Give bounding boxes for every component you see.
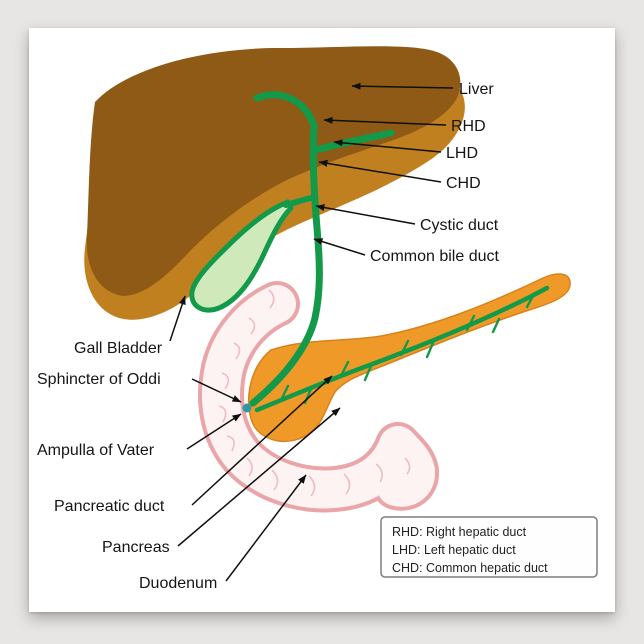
arrow-ampulla-of-vater <box>186 413 242 450</box>
pancreatic-duct <box>254 285 550 413</box>
label-gall-bladder: Gall Bladder <box>74 340 163 357</box>
label-pancreas: Pancreas <box>102 539 170 556</box>
diagram-canvas: Liver RHD LHD CHD Cystic duct Common bil… <box>37 46 598 592</box>
label-cystic-duct: Cystic duct <box>420 217 499 234</box>
legend-line-rhd: RHD: Right hepatic duct <box>392 525 527 539</box>
label-lhd: LHD <box>446 145 478 162</box>
arrows <box>169 82 454 582</box>
label-duodenum: Duodenum <box>139 575 217 592</box>
duodenum-folds <box>218 289 411 497</box>
arrow-cystic-duct <box>315 204 416 225</box>
arrow-gall-bladder <box>169 295 186 342</box>
label-pancreatic-duct: Pancreatic duct <box>54 498 165 515</box>
label-chd: CHD <box>446 175 481 192</box>
arrow-common-bile-duct <box>313 238 366 256</box>
gallbladder-shape <box>189 199 294 313</box>
label-liver: Liver <box>459 81 494 98</box>
cystic-duct <box>283 195 314 208</box>
arrow-liver <box>351 82 454 90</box>
arrow-sphincter-of-oddi <box>191 378 242 403</box>
legend-line-lhd: LHD: Left hepatic duct <box>392 543 516 557</box>
label-sphincter-of-oddi: Sphincter of Oddi <box>37 371 161 388</box>
arrow-chd <box>318 159 442 183</box>
arrow-lhd <box>333 139 442 153</box>
arrow-duodenum <box>225 474 307 582</box>
poster: Liver RHD LHD CHD Cystic duct Common bil… <box>29 28 615 612</box>
legend-box <box>380 516 598 578</box>
arrow-rhd <box>323 116 447 126</box>
left-hepatic-duct <box>312 129 395 154</box>
arrow-pancreas <box>177 407 341 547</box>
duodenum-tube-interior <box>202 285 435 509</box>
arrow-pancreatic-duct <box>191 375 333 506</box>
legend-line-chd: CHD: Common hepatic duct <box>392 561 548 575</box>
label-rhd: RHD <box>451 118 486 135</box>
label-ampulla-of-vater: Ampulla of Vater <box>37 442 155 459</box>
common-bile-duct <box>249 122 323 407</box>
label-common-bile-duct: Common bile duct <box>370 248 500 265</box>
ampulla-dot <box>242 403 252 413</box>
liver-shape <box>86 46 461 296</box>
right-hepatic-duct <box>253 91 318 130</box>
